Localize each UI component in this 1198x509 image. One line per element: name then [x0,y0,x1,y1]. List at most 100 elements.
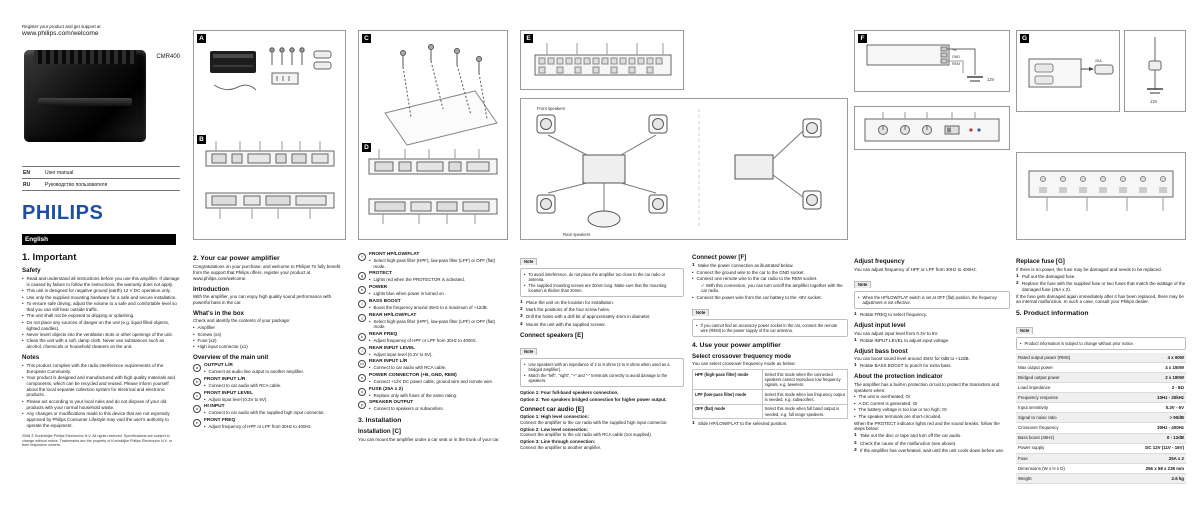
protection-followup: When the PROTECT indicator lights red an… [854,420,1000,432]
overview-desc: Boost the frequency around 45Hz to a max… [369,305,488,311]
step-text: Make the power connection as illustrated… [698,262,794,268]
amplifier-icon [582,154,626,184]
heading-notes: Notes [22,354,40,362]
overview-label: HI INPUT [204,404,225,410]
spec-row: Crossover frequency 30Hz - 400Hz [1016,423,1186,434]
spec-row: Input sensitivity 0.3V - 6V [1016,403,1186,414]
step-number: 1 [854,433,857,439]
overview-item: j REAR HP/LOW/FLAT Select high-pass filt… [358,313,508,330]
battery-feed-diagram: 12V [1147,37,1163,104]
overview-item: c FRONT INPUT LEVEL Adjust input level (… [193,391,346,403]
audio-option-desc: Connect the amplifier to the car radio w… [520,419,668,425]
overview-desc: Adjust frequency of HPF or LPF from 30Hz… [204,424,312,430]
note-item: Match the "left", "right", "+" and "-" t… [524,373,680,384]
overview-item: d HI INPUT Connect to car audio with the… [193,404,346,416]
overview-item: o FUSE (25A x 2) Replace only with fuses… [358,387,508,399]
philips-logo: PHILIPS [22,202,104,225]
terminal-screws [1040,176,1166,182]
overview-list-continued: f FRONT HP/LOW/FLAT Select high-pass fil… [358,252,508,412]
plus-b-label: +B [952,48,957,52]
overview-item: b FRONT INPUT L/R Connect to car audio w… [193,377,346,389]
note-item: When the HP/LOW/FLAT switch is set at OF… [858,295,1006,306]
overview-label: FRONT HP/LOW/FLAT [369,252,420,257]
overview-desc: Connect to car audio with RCA cable. [204,383,281,389]
callout-badge: k [358,332,366,341]
callout-badge: b [193,377,201,386]
spec-value: 4 x 60W [1167,354,1184,360]
overview-desc: Connect as audio line output to another … [204,369,304,375]
overview-desc: Connect to speakers or subwoofers. [369,406,444,412]
safety-item: Do not place any sources of danger on th… [22,320,180,332]
note-item: Product information is subject to change… [1020,341,1182,347]
protection-steps: 1 Take out the disc or tape and turn off… [854,433,1010,453]
audio-option-title: Option 2: Low level connection: [520,426,589,432]
column-6: Adjust frequency You can adjust frequenc… [854,254,1010,455]
box-item: Fuse (x2) [193,338,346,344]
overview-label: BASS BOOST [369,298,401,304]
knob-icon [878,125,932,135]
step: 2 Check the cause of the malfunction (se… [854,441,1010,447]
overview-item: m REAR INPUT L/R Connect to car audio wi… [358,359,508,371]
figure-c-d: C D [358,30,508,240]
box-contents-list: AmplifierScrews (x4)Fuse (x2)High input … [193,325,346,350]
cable-icon [213,84,257,91]
callout-badge: j [358,313,366,322]
spec-label: Load impedance [1018,384,1051,390]
note-box: Product information is subject to change… [1016,337,1186,350]
step-number: 1 [854,363,857,369]
overview-label: FUSE (25A x 2) [369,386,403,392]
register-line: Register your product and get support at [22,24,101,29]
spec-row: Frequency response 10Hz - 30kHz [1016,393,1186,404]
audio-option-desc: Connect the amplifier to the car radio w… [520,432,653,438]
overview-item: l REAR INPUT LEVEL Adjust input level (0… [358,346,508,358]
overview-item: h POWER Lights blue when power is turned… [358,285,508,297]
spec-label: Input sensitivity [1018,405,1049,411]
safety-item: To ensure safe driving, adjust the volum… [22,301,180,313]
spec-value: 10Hz - 30kHz [1157,394,1184,400]
figure-front-panel [854,106,1010,150]
figure-label-g: G [1020,34,1029,43]
spec-label: Fuse [1018,455,1028,461]
overview-desc: Connect +12V DC power cable, ground wire… [369,379,493,385]
heading-installation: 3. Installation [358,417,402,425]
spec-value: 0.3V - 6V [1165,405,1184,411]
protection-causes: The unit is overheated; OrA DC current i… [854,394,1010,419]
fuse-replacement-diagram: 25A [1028,58,1114,88]
fuse-intro: If there is no power, the fuse may be da… [1016,266,1162,272]
overview-label: FRONT INPUT L/R [204,376,246,382]
note-item: If you cannot find an accessory power so… [696,323,844,334]
step-text: Place the unit on the location for insta… [526,300,615,306]
language-row: RU Руководство пользователя [22,179,180,192]
overview-label: REAR INPUT L/R [369,359,408,365]
note-label: Note [520,347,538,355]
figure-f-power: F +B GND REM 12V [854,30,1010,92]
model-number: CMR400 [156,54,180,60]
heading-adjust-bass-boost: Adjust bass boost [854,347,908,355]
note-list: To avoid interference, do not place the … [524,272,680,294]
safety-item: This unit is designed for negative groun… [22,288,180,294]
note-box: When the HP/LOW/FLAT switch is set at OF… [854,291,1010,310]
step: 2 Mark the positions of the four screw h… [520,307,684,313]
terminal-row [538,57,663,74]
callout-badge: f [358,253,366,261]
spec-row: Power supply DC 12V (11V - 16V) [1016,444,1186,454]
safety-item: Never insert objects into the ventilatio… [22,332,180,338]
subwoofer-icon [587,210,621,228]
step-number: 1 [692,262,695,268]
subheading-installation: Installation [C] [358,428,401,436]
heading-replace-fuse: Replace fuse [G] [1016,258,1065,265]
safety-item: The unit shall not be exposed to drippin… [22,313,180,319]
switch-icon [944,125,960,135]
heading-use-amplifier: 4. Use your power amplifier [692,341,781,349]
overview-item: p SPEAKER OUTPUT Connect to speakers or … [358,400,508,412]
input-level-text: You can adjust input level from 0.3V to … [854,330,939,336]
box-item: Screws (x4) [193,332,346,338]
spec-label: Signal to noise ratio [1018,415,1057,421]
rear-speakers-label: Rear speakers [563,232,590,237]
step-text: Mount the unit with the supplied screws. [526,321,606,327]
gnd-label: GND [952,55,960,59]
overview-desc: Connect to car audio with RCA cable. [369,365,446,371]
crossover-mode: LPF (low-pass filter) mode [693,390,763,404]
step-number: 3 [854,447,857,453]
fuse-steps: 1 Pull out the damaged fuse. 2 Replace t… [1016,274,1186,293]
